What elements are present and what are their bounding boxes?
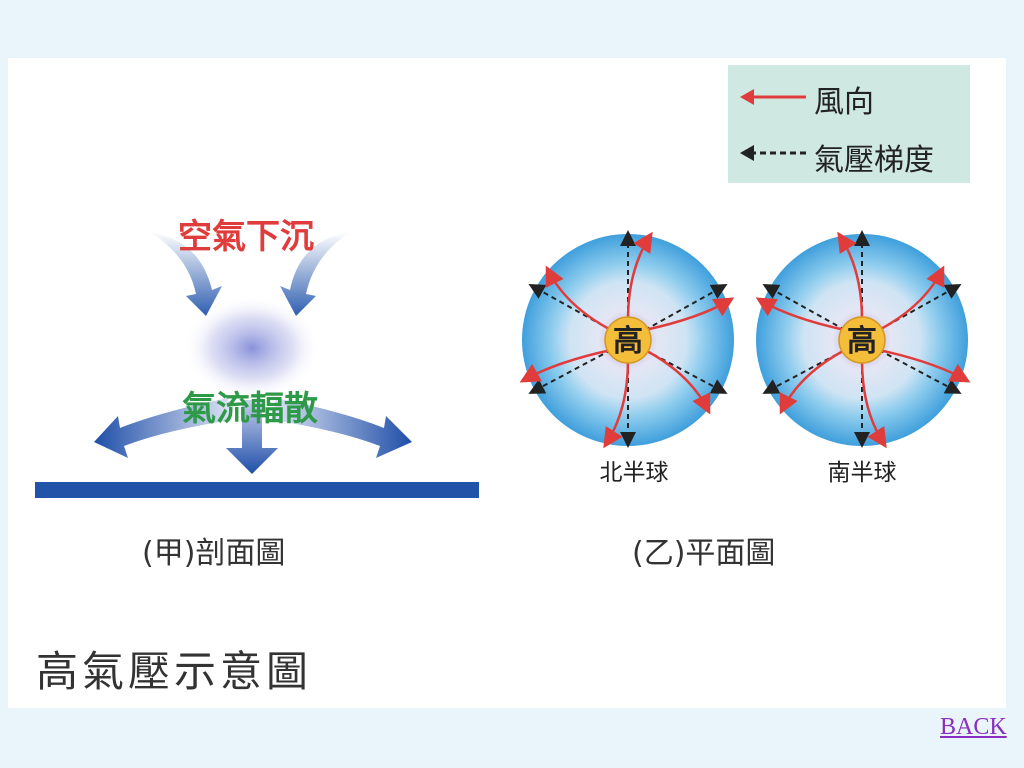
north-center-label: 高 [613, 324, 643, 359]
page-title: 高氣壓示意圖 [36, 638, 312, 699]
sinking-air-label: 空氣下沉 [178, 217, 314, 257]
section-view: 空氣下沉 氣流輻散 [35, 217, 479, 498]
back-link[interactable]: BACK [940, 714, 1007, 741]
divergence-label: 氣流輻散 [182, 389, 318, 429]
plan-view-north: 高 北半球 [522, 234, 734, 486]
ground-line [35, 482, 479, 498]
section-view-caption: (甲)剖面圖 [142, 528, 285, 572]
south-center-label: 高 [847, 324, 877, 359]
north-hemisphere-label: 北半球 [600, 460, 669, 486]
plan-view-south: 高 南半球 [756, 234, 968, 486]
south-hemisphere-label: 南半球 [828, 460, 897, 486]
plan-view-caption: (乙)平面圖 [632, 528, 775, 572]
